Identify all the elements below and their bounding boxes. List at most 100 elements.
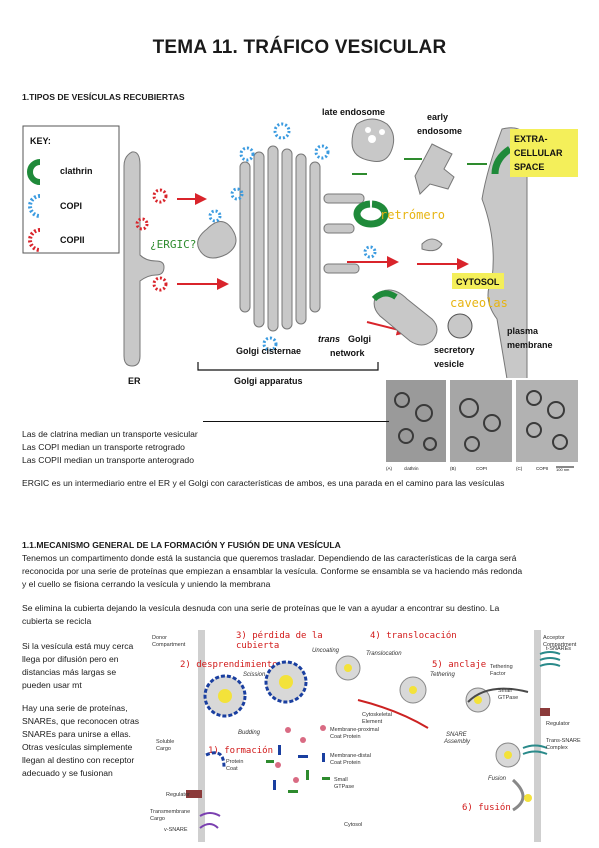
p4-line-6: adecuado y se fusionan [22,768,113,778]
coated-vesicle-free [264,660,308,704]
early-endosome-shape [414,143,455,195]
snare-assembly-label-2: Assembly [443,739,471,745]
golgi-cisternae-shape [239,145,365,332]
distal-label-2: Coat Protein [330,760,361,766]
micrograph-label-a: (A) [386,466,393,471]
p4-line-5: llegan al destino con receptor [22,755,135,765]
golgi-apparatus-label: Golgi apparatus [234,376,303,386]
extracellular-label-1: EXTRA- [514,134,548,144]
fusion-label: Fusion [488,776,507,782]
vesicle-coat-diagram: KEY: clathrin COPI COPII ¿ERGIC? la [22,107,578,386]
translocation-label: Translocation [366,651,402,657]
micrograph-copi [450,380,512,462]
p3-line-1: Si la vesícula está muy cerca [22,641,134,651]
p1-line-3: y el cuello se fisiona cerrando la vesíc… [22,579,271,589]
key-copi: COPI [60,201,82,211]
translocating-vesicle [399,676,427,704]
acceptor-membrane [534,630,541,842]
budding-label: Budding [238,730,261,736]
regulator-left-label: Regulator [166,792,190,798]
soluble-cargo-label-2: Cargo [156,746,171,752]
micrograph-label-c: (C) [516,466,523,471]
step3-label-2: cubierta [236,641,279,651]
cytoskeletal-label-1: Cytoskeletal [362,712,392,718]
coat-protein-pool [266,727,309,793]
small-gtpase-right-label-1: Small [498,688,512,694]
section-heading-vesicle-types: 1.TIPOS DE VESÍCULAS RECUBIERTAS [22,92,185,102]
acceptor-label-2: Compartment [543,642,577,648]
clathrin-key-icon [27,159,41,185]
golgi-bracket [197,362,379,371]
donor-label-1: Donor [152,635,167,641]
p4-line-4: Otras vesículas simplemente [22,742,133,752]
micrograph-scale: 100 nm [556,467,570,472]
transmembrane-cargo-label-2: Cargo [150,816,165,822]
uncoating-label: Uncoating [312,648,340,654]
trans-snare-shape [522,744,548,755]
trans-golgi-label-3: network [330,348,366,358]
small-gtpase-right-label-2: GTPase [498,695,518,701]
coated-vesicle-budding [203,674,247,718]
tethering-factor-label-1: Tethering [490,664,513,670]
micrograph-clathrin [386,380,446,462]
paragraph-4: Hay una serie de proteínas, SNAREs, que … [22,702,150,780]
cytoskeletal-label-2: Element [362,719,383,725]
page-title: TEMA 11. TRÁFICO VESICULAR [152,37,447,58]
distal-label-1: Membrane-distal [330,753,371,759]
plasma-membrane-label-2: membrane [507,340,553,350]
snare-assembly-label-1: SNARE [446,732,468,738]
extracellular-label-3: SPACE [514,162,544,172]
step4-label: 4) translocación [370,630,457,641]
micrograph-label-b: (B) [450,466,457,471]
step1-label: 1) formación [208,745,273,756]
line-copi: Las COPI median un transporte retrogrado [22,442,185,452]
copi-coats-golgi [208,122,377,352]
retromero-label: retrómero [380,208,445,222]
vesicle-cycle-diagram: Donor Compartment Acceptor Compartment 3… [148,630,582,842]
p3-line-3: distancias más largas se [22,667,117,677]
tethered-vesicle [465,687,491,713]
p1-line-1: Tenemos un compartimento donde está la s… [22,553,517,563]
micrograph-label-clathrin: clathrin [404,466,419,471]
p3-line-2: llega por difusión pero en [22,654,119,664]
cytosol-box [452,273,504,289]
paragraph-3: Si la vesícula está muy cerca llega por … [22,640,150,692]
t-snares-shape [539,651,561,667]
small-gtpase-bottom-label-2: GTPase [334,784,354,790]
golgi-cisternae-label: Golgi cisternae [236,346,301,356]
line-clathrin: Las de clatrina median un transporte ves… [22,429,198,439]
tethering-label: Tethering [430,672,455,678]
trans-golgi-label-1: trans [318,334,340,344]
key-copii: COPII [60,235,85,245]
small-gtpase-bottom-label-1: Small [334,777,348,783]
cytosol-bottom-label: Cytosol [344,822,362,828]
trans-snare-label-2: Complex [546,745,568,751]
copii-coats-er [135,188,168,292]
donor-label-2: Compartment [152,642,186,648]
cytosol-label: CYTOSOL [456,277,500,287]
soluble-cargo-label-1: Soluble [156,739,174,745]
acceptor-label-1: Acceptor [543,635,565,641]
paragraph-2: Se elimina la cubierta dejando la vesícu… [22,602,592,628]
coat-transport-lines: Las de clatrina median un transporte ves… [22,428,198,467]
step3-label-1: 3) pérdida de la [236,630,323,641]
p2-line-1: Se elimina la cubierta dejando la vesícu… [22,603,500,613]
scission-label: Scission [243,672,266,678]
micrograph-label-copi: COPI [476,466,487,471]
tethering-factor-shape [467,687,529,703]
early-endosome-label-2: endosome [417,126,462,136]
transmembrane-cargo-label-1: Transmembrane [150,809,190,815]
p4-line-2: SNAREs, que reconocen otras [22,716,140,726]
ergic-shape [197,221,237,259]
step6-label: 6) fusión [462,802,511,813]
proximal-label-1: Membrane-proximal [330,727,379,733]
late-endosome-label: late endosome [322,107,385,117]
trans-snare-label-1: Trans-SNARE [546,738,581,744]
ergic-label: ¿ERGIC? [150,238,196,251]
p2-line-2: cubierta se recicla [22,616,92,626]
paragraph-1: Tenemos un compartimento donde está la s… [22,552,592,591]
secretory-vesicle-label-1: secretory [434,345,475,355]
uncoated-vesicle [335,655,361,681]
docked-vesicle [495,742,521,768]
clathrin-coat-tgn [353,200,389,228]
